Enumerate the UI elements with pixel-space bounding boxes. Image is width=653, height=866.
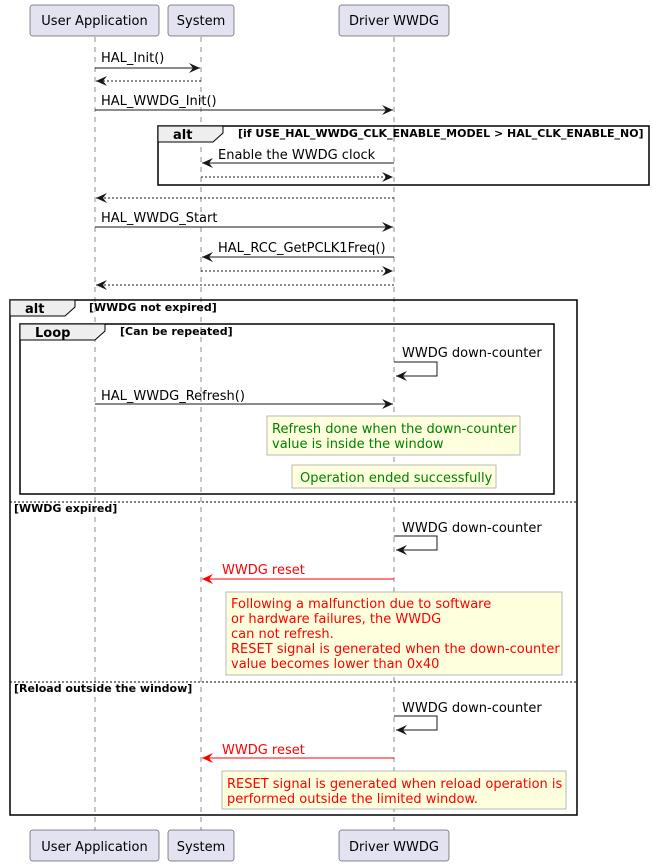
fragment-condition: [WWDG expired] xyxy=(14,502,117,515)
message-label: WWDG down-counter xyxy=(402,346,542,361)
participant-user-application-top: User Application xyxy=(29,4,160,37)
participant-user-application-bottom: User Application xyxy=(29,829,160,862)
fragment-loop: Loop [Can be repeated] xyxy=(19,323,555,495)
fragment-condition: [Reload outside the window] xyxy=(14,682,192,695)
participant-label: User Application xyxy=(41,14,147,29)
note-line: or hardware failures, the WWDG xyxy=(231,612,441,627)
note-line: Refresh done when the down-counter xyxy=(272,422,517,437)
message-label: HAL_WWDG_Start xyxy=(101,211,217,226)
fragment-keyword: alt xyxy=(173,128,192,143)
note-refresh-done: Refresh done when the down-counter value… xyxy=(266,415,521,456)
message-label: WWDG down-counter xyxy=(402,521,542,536)
message-hal-wwdg-start: HAL_WWDG_Start xyxy=(95,211,393,232)
fragment-condition: [Can be repeated] xyxy=(120,325,233,338)
message-hal-wwdg-init: HAL_WWDG_Init() xyxy=(95,94,393,115)
message-label: HAL_RCC_GetPCLK1Freq() xyxy=(218,241,386,256)
message-wwdg-reset-1: WWDG reset xyxy=(202,563,394,584)
message-down-counter-3: WWDG down-counter xyxy=(394,701,542,735)
fragment-alt-outer: alt [WWDG not expired] xyxy=(9,299,578,816)
participant-driver-wwdg-top: Driver WWDG xyxy=(338,4,450,37)
participant-label: System xyxy=(177,14,225,29)
note-reload-reset: RESET signal is generated when reload op… xyxy=(221,770,567,810)
note-line: value is inside the window xyxy=(272,437,444,452)
participant-driver-wwdg-bottom: Driver WWDG xyxy=(338,829,450,862)
participant-label: Driver WWDG xyxy=(349,840,439,855)
fragment-keyword: Loop xyxy=(35,326,70,341)
note-operation-ok: Operation ended successfully xyxy=(291,464,497,489)
fragment-condition: [if USE_HAL_WWDG_CLK_ENABLE_MODEL > HAL_… xyxy=(238,127,644,140)
message-down-counter-2: WWDG down-counter xyxy=(394,521,542,555)
note-line: Operation ended successfully xyxy=(300,471,493,486)
message-hal-wwdg-refresh: HAL_WWDG_Refresh() xyxy=(95,389,393,409)
message-label: WWDG down-counter xyxy=(402,701,542,716)
fragment-separator-expired: [WWDG expired] xyxy=(10,501,577,515)
message-label: HAL_WWDG_Init() xyxy=(101,94,217,109)
message-hal-init: HAL_Init() xyxy=(95,51,200,73)
note-line: performed outside the limited window. xyxy=(227,792,478,807)
note-line: RESET signal is generated when reload op… xyxy=(227,777,563,792)
participant-label: User Application xyxy=(41,840,147,855)
fragment-keyword: alt xyxy=(25,302,44,317)
message-label: WWDG reset xyxy=(222,563,305,578)
participant-system-bottom: System xyxy=(167,829,235,862)
fragment-separator-reload: [Reload outside the window] xyxy=(10,681,577,695)
message-get-pclk: HAL_RCC_GetPCLK1Freq() xyxy=(202,241,394,262)
note-line: can not refresh. xyxy=(231,627,334,642)
participant-label: Driver WWDG xyxy=(349,14,439,29)
message-wwdg-reset-2: WWDG reset xyxy=(202,743,394,763)
note-line: Following a malfunction due to software xyxy=(231,597,491,612)
message-label: HAL_WWDG_Refresh() xyxy=(101,389,245,404)
fragment-alt-clock: alt [if USE_HAL_WWDG_CLK_ENABLE_MODEL > … xyxy=(157,125,650,186)
participant-system-top: System xyxy=(167,4,235,37)
message-enable-clock: Enable the WWDG clock xyxy=(202,148,394,168)
note-line: value becomes lower than 0x40 xyxy=(231,657,439,672)
message-label: Enable the WWDG clock xyxy=(218,148,376,163)
note-line: RESET signal is generated when the down-… xyxy=(231,642,560,657)
message-label: HAL_Init() xyxy=(101,51,164,66)
participant-label: System xyxy=(177,840,225,855)
fragment-condition: [WWDG not expired] xyxy=(89,301,217,314)
message-down-counter-1: WWDG down-counter xyxy=(394,346,542,381)
note-malfunction: Following a malfunction due to software … xyxy=(225,591,563,676)
message-label: WWDG reset xyxy=(222,743,305,758)
